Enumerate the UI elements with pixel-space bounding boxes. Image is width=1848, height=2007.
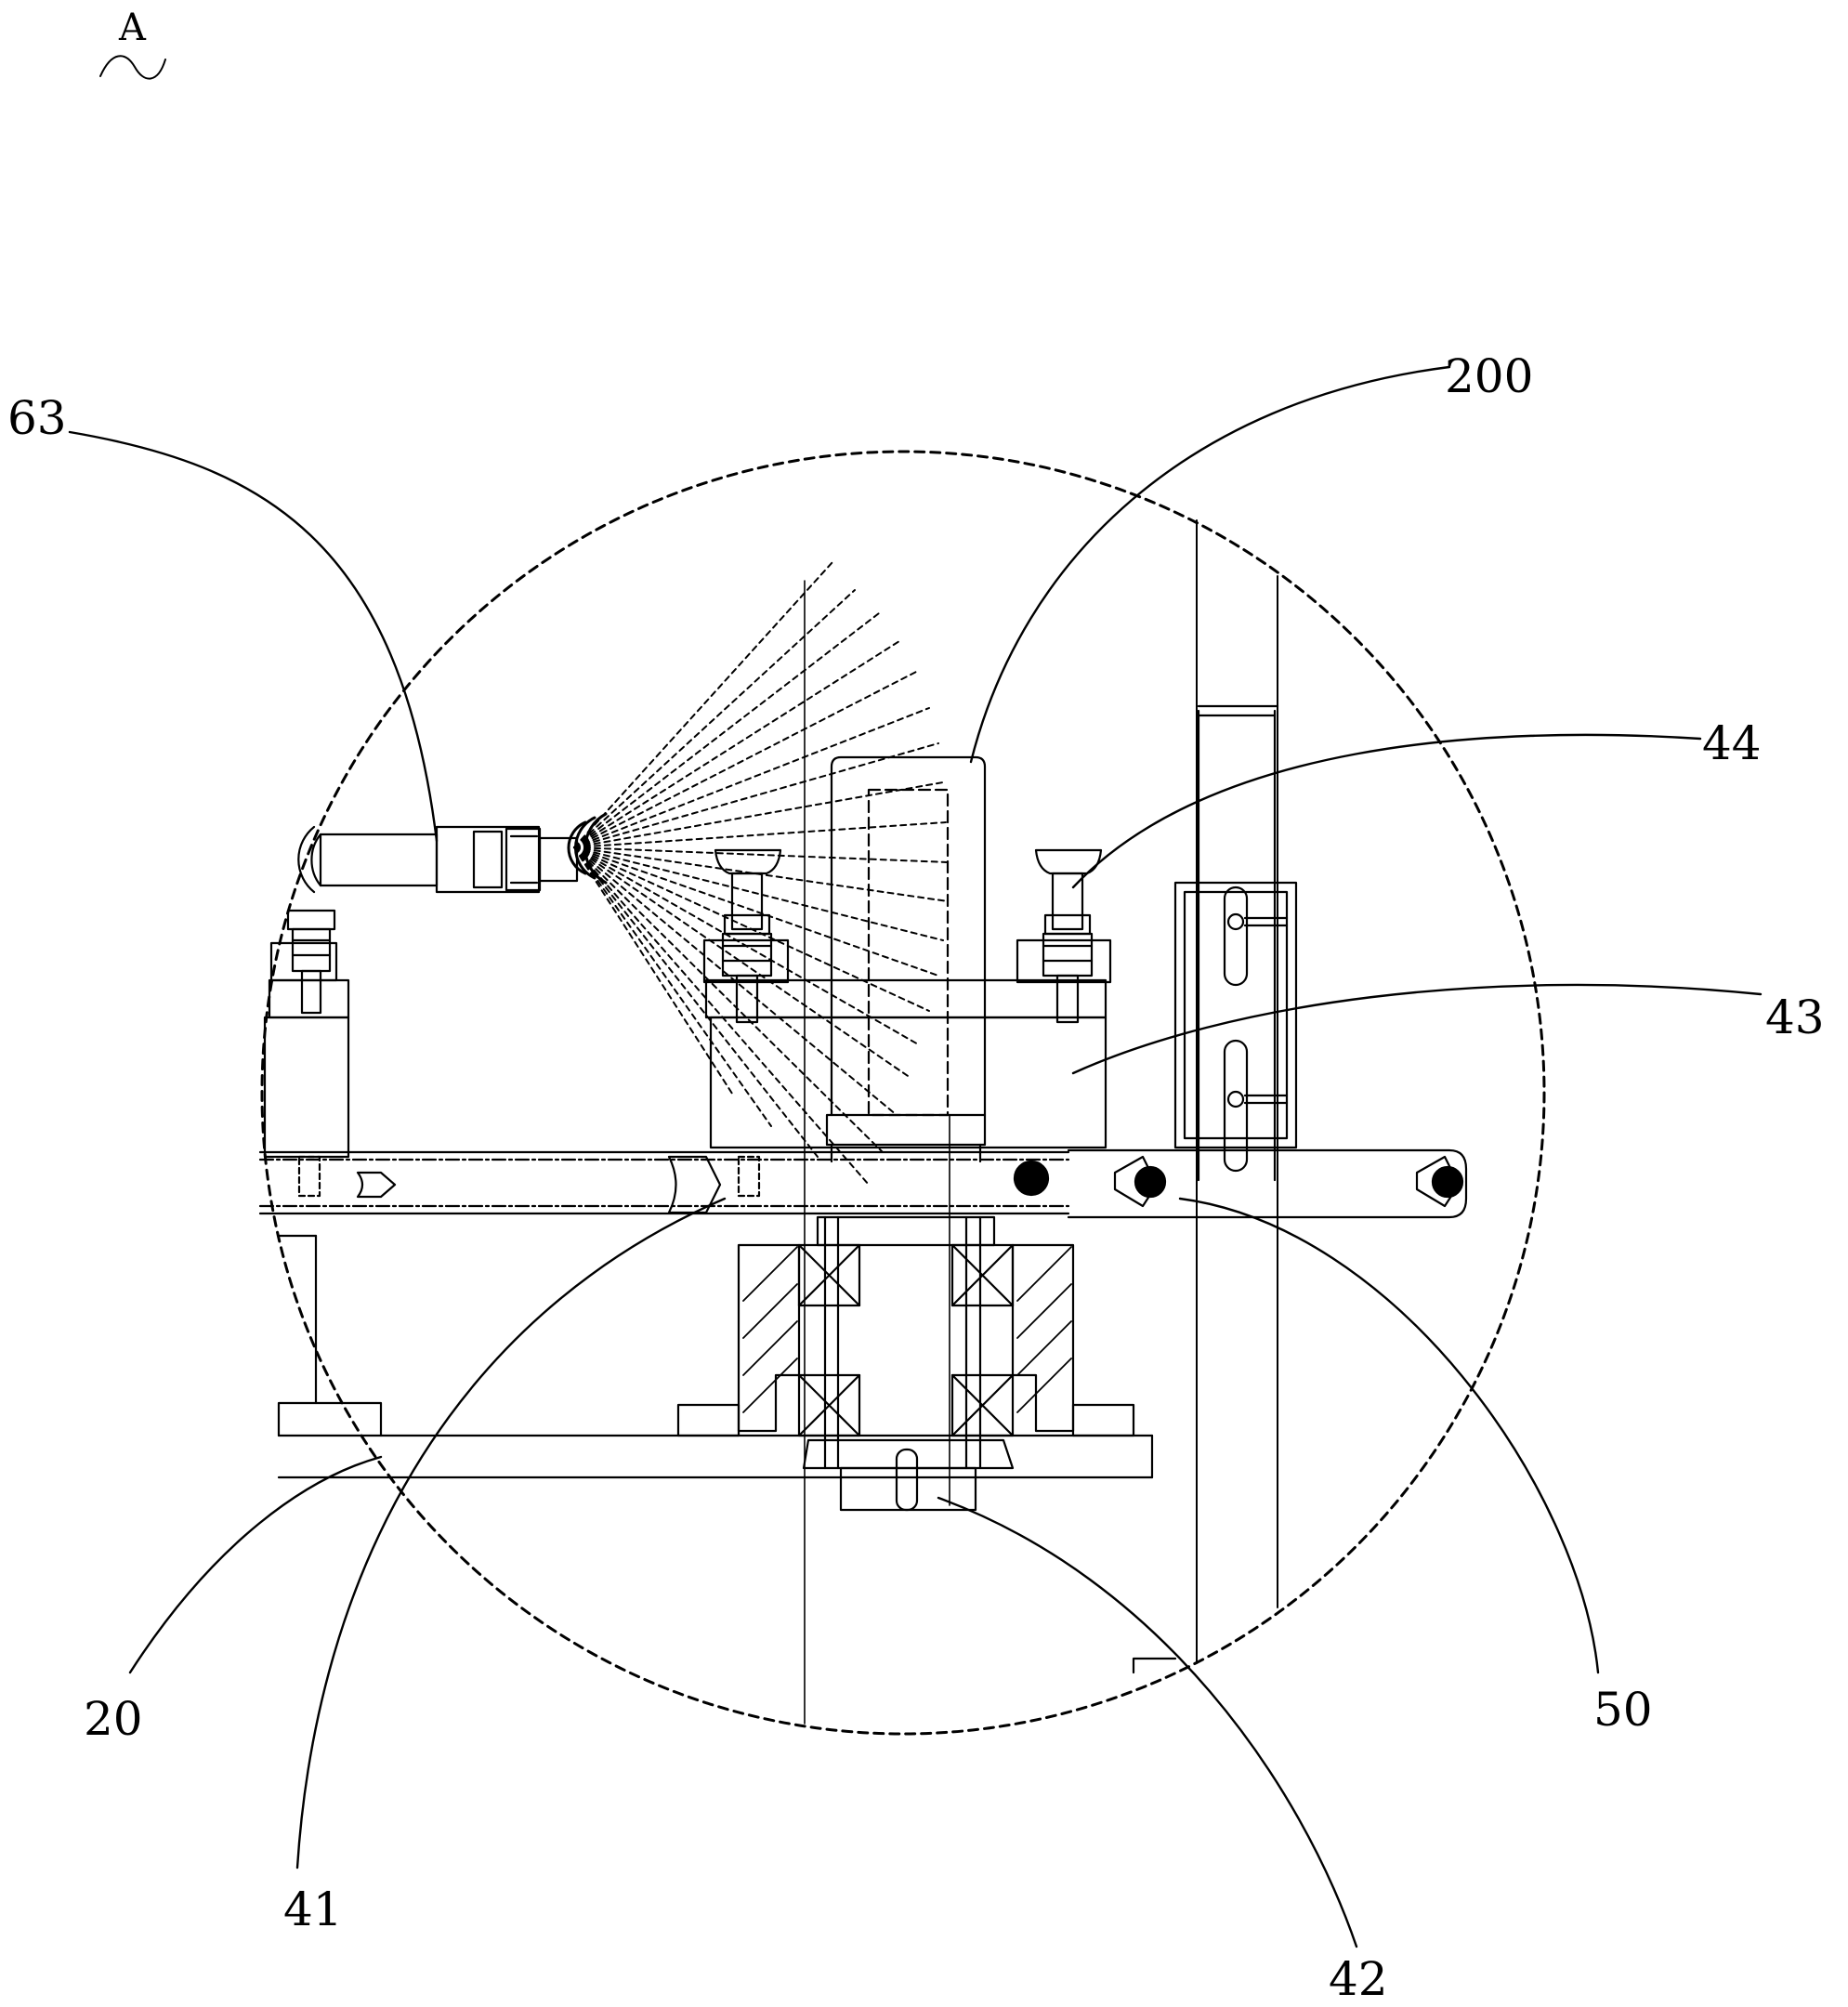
- center-right-fitting: [1016, 848, 1112, 1024]
- holder-block: [704, 978, 1107, 1149]
- leader-50: [1178, 1197, 1600, 1674]
- leader-42: [937, 1496, 1358, 1948]
- callout-200: 200: [1445, 349, 1534, 403]
- shaft: [823, 1114, 982, 1506]
- center-left-fitting: [702, 848, 790, 1024]
- leader-200: [969, 365, 1451, 764]
- workpiece: [825, 755, 987, 1163]
- callout-42: 42: [1329, 1952, 1388, 2006]
- callout-20: 20: [84, 1692, 143, 1746]
- bottom-bracket: [1132, 1657, 1177, 1674]
- turntable-plate: [258, 1150, 1070, 1215]
- bearing-hatching: [742, 1246, 1072, 1413]
- leader-41: [295, 1197, 727, 1869]
- leader-44: [1071, 733, 1702, 889]
- nut: [802, 1438, 1015, 1512]
- bracket-housing: [1173, 881, 1298, 1173]
- outer-ring-track: [1067, 1148, 1468, 1219]
- leader-20: [128, 1455, 383, 1674]
- callout-41: 41: [283, 1882, 343, 1936]
- base-plate: [277, 1234, 1154, 1479]
- guide-rod: [1197, 704, 1279, 1182]
- leader-63: [68, 430, 439, 843]
- callout-63: 63: [7, 391, 67, 445]
- view-letter: A: [119, 7, 146, 49]
- leader-lines: [68, 365, 1763, 1948]
- left-fitting: [263, 909, 350, 1159]
- callout-50: 50: [1593, 1683, 1653, 1737]
- callout-44: 44: [1702, 716, 1762, 770]
- view-marker-tilde: [99, 55, 166, 80]
- nozzle-spray-arcs: [567, 812, 608, 885]
- nozzle-assembly: [297, 825, 579, 894]
- seal-rollers: [1013, 1160, 1464, 1199]
- detail-boundary-circle: [260, 450, 1546, 1736]
- leader-43: [1071, 983, 1763, 1075]
- callout-43: 43: [1765, 990, 1825, 1044]
